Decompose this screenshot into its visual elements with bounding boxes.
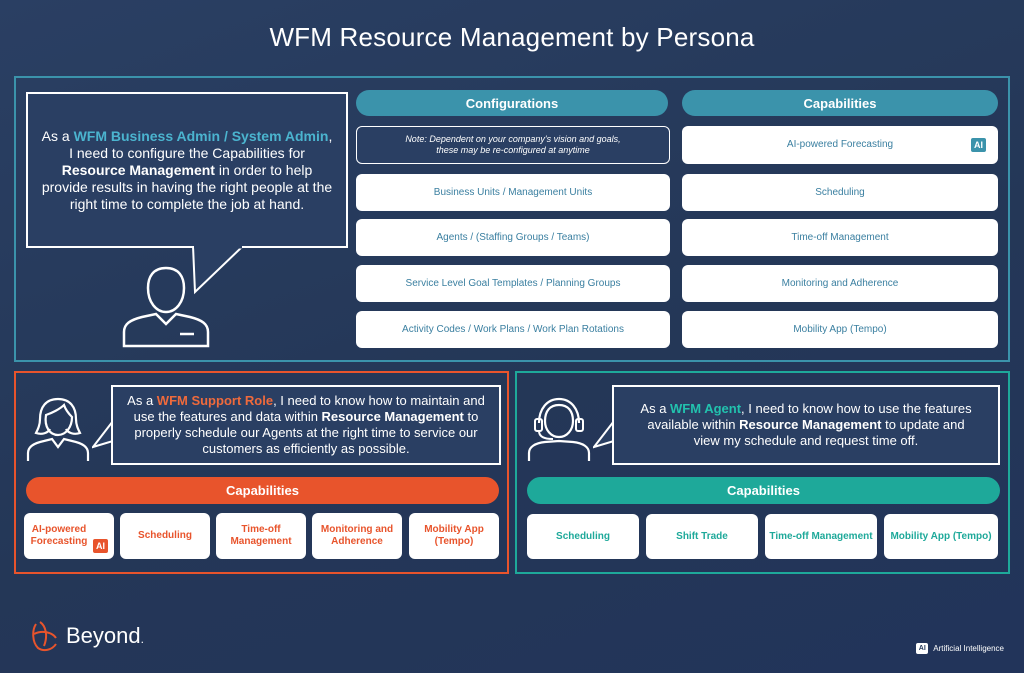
config-item-activity-codes: Activity Codes / Work Plans / Work Plan … [356,311,670,348]
agent-statement: As a WFM Agent, I need to know how to us… [634,401,978,449]
agent-text1: , I need to know how to use the features… [647,401,972,432]
agent-bold: Resource Management [739,417,882,432]
admin-bold: Resource Management [61,161,215,178]
agent-capability-shift-trade: Shift Trade [646,514,758,559]
person-icon [122,266,210,348]
config-item-business-units: Business Units / Management Units [356,174,670,211]
support-capabilities-header: Capabilities [26,477,499,504]
agent-capability-scheduling: Scheduling [527,514,639,559]
support-statement: As a WFM Support Role, I need to know ho… [121,393,491,457]
agent-capabilities-header: Capabilities [527,477,1000,504]
agent-panel: As a WFM Agent, I need to know how to us… [515,371,1010,574]
ai-badge-icon: AI [971,138,986,152]
support-role: WFM Support Role [156,393,274,408]
support-speech-bubble: As a WFM Support Role, I need to know ho… [111,385,501,465]
ai-badge-icon: AI [916,643,929,654]
agent-role: WFM Agent [670,401,742,416]
admin-bubble-tail [191,246,245,295]
ai-badge-icon: AI [93,539,108,553]
support-text2: to properly schedule our Agents at the r… [134,409,479,456]
support-text1: , I need to know how to maintain and use… [133,393,485,424]
agent-capability-time-off: Time-off Management [765,514,877,559]
agent-text2: to update and view my schedule and reque… [693,417,965,448]
configuration-note: Note: Dependent on your company's vision… [356,126,670,164]
admin-text2: in order to help provide results in havi… [41,161,333,212]
ai-legend-label: Artificial Intelligence [933,644,1004,653]
support-capability-mobility: Mobility App (Tempo) [409,513,499,559]
admin-text1: , I need to configure the Capabilities f… [69,127,333,161]
support-capability-monitoring: Monitoring and Adherence [312,513,402,559]
agent-speech-bubble: As a WFM Agent, I need to know how to us… [612,385,1000,465]
admin-capability-scheduling: Scheduling [682,174,998,211]
ai-legend: AI Artificial Intelligence [916,643,1004,654]
admin-statement: As a WFM Business Admin / System Admin, … [38,128,336,213]
brand-logo: Beyond. [30,620,144,652]
woman-icon [26,397,90,461]
support-capability-ai-label: AI-powered Forecasting [30,524,88,547]
brand-name-text: Beyond [66,623,141,648]
admin-capability-ai-forecasting: AI-powered Forecasting AI [682,126,998,164]
beyond-logo-icon [32,621,57,652]
brand-name: Beyond. [66,623,144,649]
support-panel: As a WFM Support Role, I need to know ho… [14,371,509,574]
support-bold: Resource Management [321,409,464,424]
headset-agent-icon [527,397,591,461]
support-capability-time-off: Time-off Management [216,513,306,559]
admin-prefix: As a [41,127,74,144]
admin-panel: As a WFM Business Admin / System Admin, … [14,76,1010,362]
config-item-agents: Agents / (Staffing Groups / Teams) [356,219,670,256]
admin-capability-monitoring: Monitoring and Adherence [682,265,998,302]
support-capability-scheduling: Scheduling [120,513,210,559]
config-item-service-level: Service Level Goal Templates / Planning … [356,265,670,302]
admin-capabilities-header: Capabilities [682,90,998,116]
admin-capability-time-off: Time-off Management [682,219,998,256]
support-prefix: As a [127,393,157,408]
admin-speech-bubble: As a WFM Business Admin / System Admin, … [26,92,348,248]
page-title: WFM Resource Management by Persona [269,22,755,52]
admin-capability-mobility: Mobility App (Tempo) [682,311,998,348]
brand-mark: . [140,632,144,646]
admin-capability-ai-forecasting-label: AI-powered Forecasting [786,139,894,150]
agent-capability-mobility: Mobility App (Tempo) [884,514,998,559]
agent-prefix: As a [640,401,671,416]
support-capability-ai-forecasting: AI-powered Forecasting AI [24,513,114,559]
configurations-header: Configurations [356,90,668,116]
admin-role: WFM Business Admin / System Admin [73,127,329,144]
